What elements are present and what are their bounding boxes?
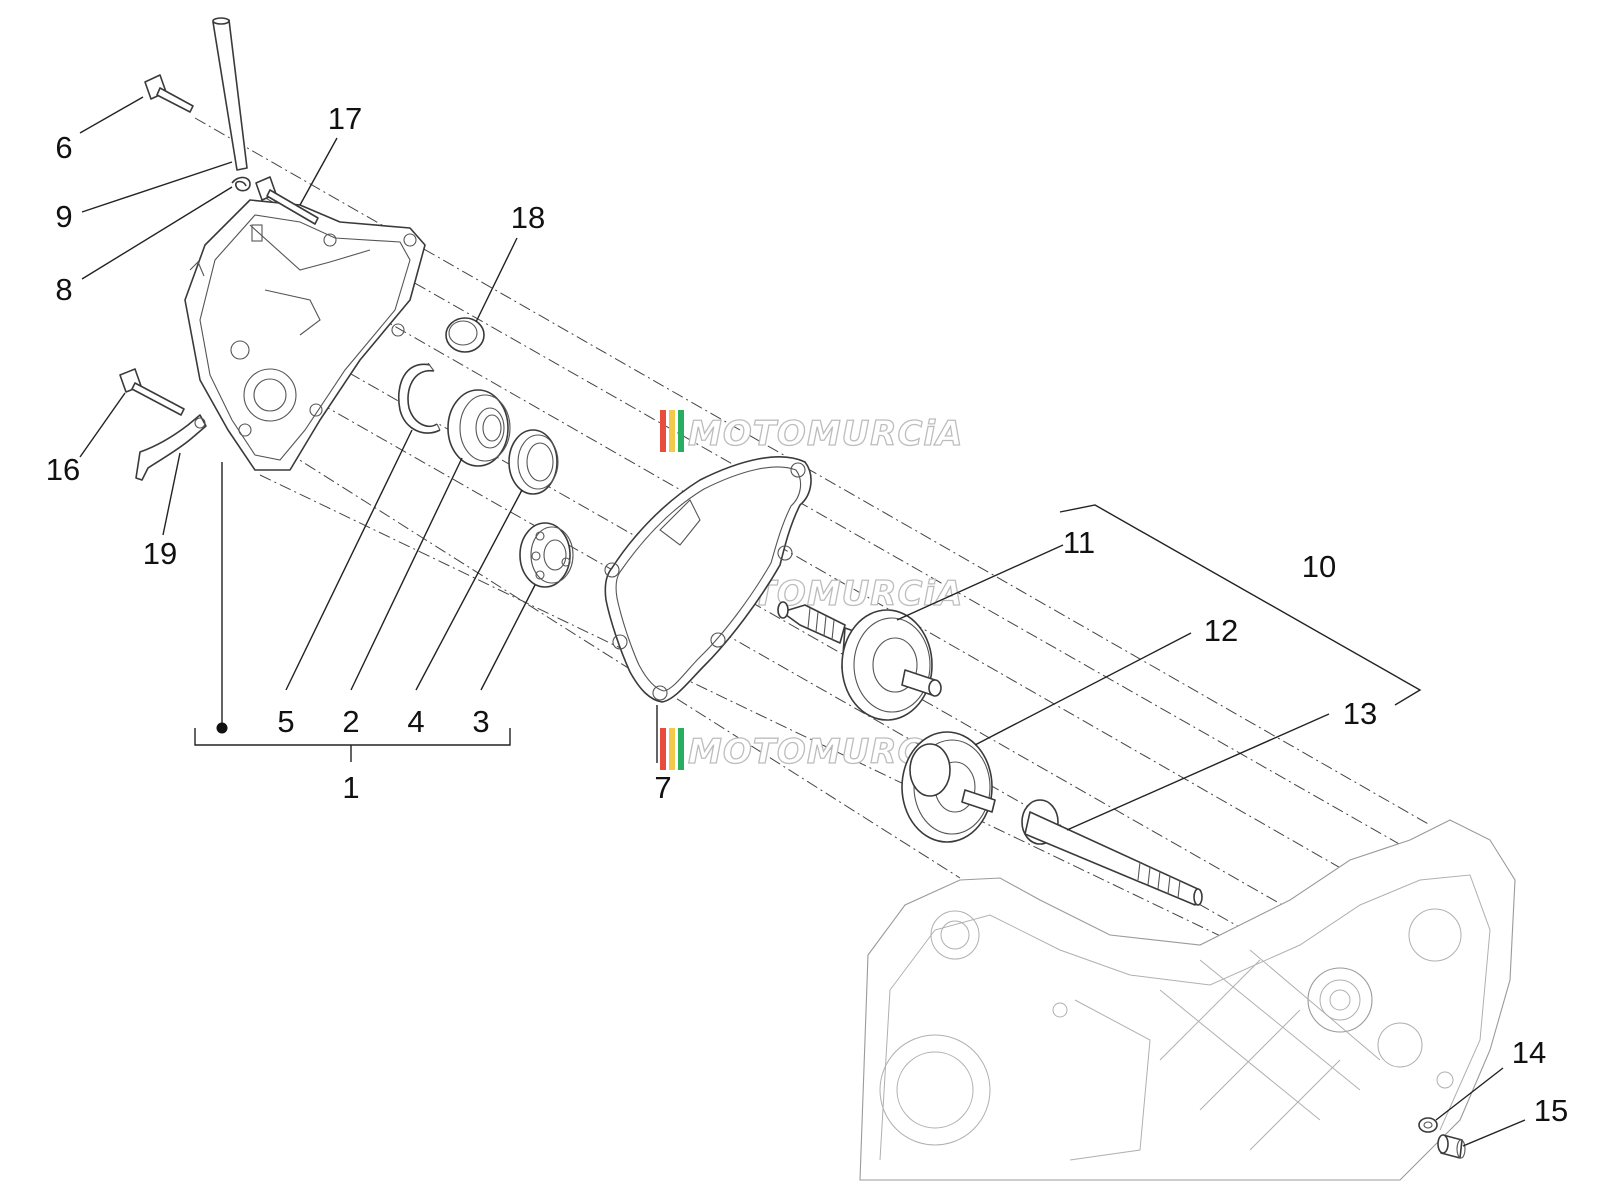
- part-label-8: 8: [55, 272, 72, 307]
- bearing-drawing: [519, 522, 574, 588]
- part-label-15: 15: [1534, 1093, 1568, 1128]
- output-shaft-drawing: [1021, 799, 1203, 906]
- dipstick-tube-drawing: [212, 17, 248, 171]
- oil-seal-drawing: [508, 429, 559, 495]
- assembly-bracket-10: [1059, 504, 1422, 706]
- watermark-stripe-green: [678, 728, 684, 770]
- bolt-drawing: [255, 176, 319, 225]
- watermark-stripe-red: [660, 410, 666, 452]
- bolt-drawing: [144, 74, 194, 113]
- intermediate-shaft-drawing: [777, 601, 942, 721]
- part-label-17: 17: [328, 101, 362, 136]
- reference-dot: [216, 722, 228, 734]
- part-label-19: 19: [143, 536, 177, 571]
- part-label-1: 1: [342, 770, 359, 805]
- watermark-stripe-yellow: [669, 728, 675, 770]
- part-label-5: 5: [277, 704, 294, 739]
- transmission-cover-drawing: [184, 199, 426, 471]
- leader-lines: [79, 96, 1526, 1147]
- watermark-text: MOTOMURCiA: [688, 414, 963, 454]
- part-label-10: 10: [1302, 549, 1336, 584]
- part-label-14: 14: [1512, 1035, 1546, 1070]
- circlip-drawing: [398, 362, 441, 434]
- watermark-stripe-green: [678, 410, 684, 452]
- bolt-drawing: [119, 368, 185, 416]
- part-label-13: 13: [1343, 696, 1377, 731]
- clip-drawing: [231, 176, 251, 192]
- plug-drawing: [1437, 1134, 1466, 1159]
- part-label-7: 7: [654, 770, 671, 805]
- part-label-2: 2: [342, 704, 359, 739]
- gasket-drawing: [604, 456, 812, 703]
- part-label-16: 16: [46, 452, 80, 487]
- part-label-6: 6: [55, 130, 72, 165]
- crankcase-drawing: [859, 819, 1516, 1181]
- watermark-stripe-yellow: [669, 410, 675, 452]
- watermark-logo: MOTOMURCiA: [660, 410, 963, 455]
- washer-drawing: [1418, 1117, 1438, 1133]
- part-label-4: 4: [407, 704, 424, 739]
- part-label-11: 11: [1063, 525, 1095, 560]
- watermark-stripe-red: [660, 728, 666, 770]
- part-label-12: 12: [1204, 613, 1238, 648]
- part-label-18: 18: [511, 200, 545, 235]
- bracket-drawing: [135, 414, 207, 481]
- gear-drawing: [901, 731, 996, 843]
- bearing-drawing: [447, 389, 511, 467]
- part-label-9: 9: [55, 199, 72, 234]
- part-label-3: 3: [472, 704, 489, 739]
- assembly-bracket-1: [194, 728, 511, 762]
- cap-drawing: [445, 317, 485, 353]
